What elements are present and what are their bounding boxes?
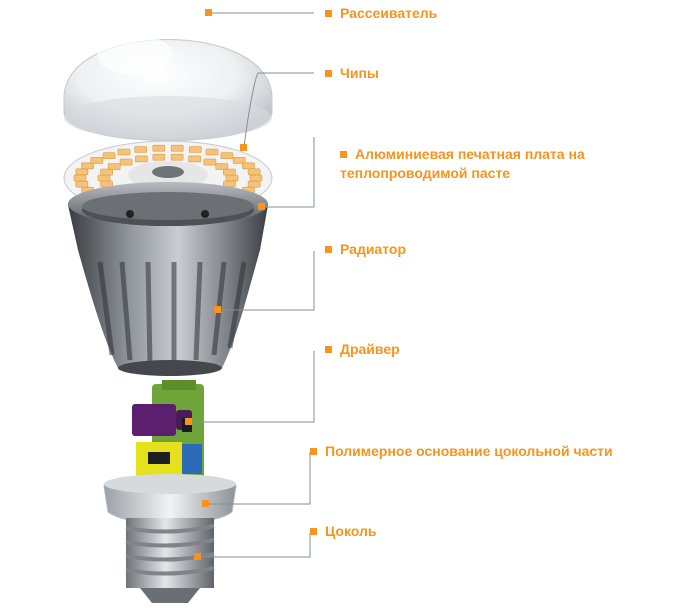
led-chip [223, 168, 236, 176]
led-chip [119, 158, 133, 166]
leader-lines [189, 12, 315, 558]
label-marker [310, 527, 317, 535]
leader-markers [185, 9, 265, 560]
screw-socket [125, 518, 215, 603]
led-chip [220, 152, 234, 159]
led-chip [100, 168, 113, 176]
led-chip [107, 163, 121, 170]
label-driver: Драйвер [325, 340, 400, 359]
led-chip [97, 174, 111, 182]
label-text: Цоколь [325, 523, 377, 539]
led-chip [215, 163, 229, 170]
led-chip [188, 146, 202, 153]
led-chip [247, 168, 261, 176]
label-text: Чипы [340, 65, 379, 81]
label-marker [325, 9, 332, 17]
label-chips: Чипы [325, 64, 379, 83]
polymer-base [103, 474, 237, 525]
label-marker [325, 69, 332, 77]
label-text: Драйвер [340, 341, 400, 357]
label-radiator: Радиатор [325, 240, 406, 259]
led-chip [152, 153, 166, 161]
led-chip [170, 144, 184, 152]
label-text: Полимерное основание цокольной части [325, 443, 613, 459]
led-chip [75, 168, 89, 176]
label-pcb: Алюминиевая печатная плата на теплопрово… [325, 126, 585, 183]
label-marker [310, 447, 317, 455]
leader-radiator [218, 251, 315, 311]
radiator-body [68, 182, 268, 376]
led-chip [75, 180, 89, 188]
led-chip [134, 146, 148, 153]
led-chip [90, 157, 104, 164]
leader-driver [189, 351, 315, 423]
led-chip [152, 144, 166, 152]
diffuser-dome [63, 35, 273, 141]
led-chip [203, 158, 217, 166]
led-chip [242, 162, 255, 170]
label-text: Радиатор [340, 241, 406, 257]
led-chip [81, 162, 94, 170]
leader-polymer [206, 452, 311, 505]
label-marker [340, 150, 347, 158]
driver-board [132, 380, 204, 480]
label-socket: Цоколь [310, 522, 376, 541]
label-marker [325, 345, 332, 353]
led-chip [135, 155, 148, 163]
led-chip [73, 174, 87, 182]
led-chip [225, 174, 239, 182]
leader-pcb [262, 137, 315, 208]
led-chip [117, 148, 131, 156]
label-text: Рассеиватель [340, 5, 438, 21]
label-polymer-base: Полимерное основание цокольной части [310, 442, 613, 461]
led-chip [102, 152, 116, 159]
led-chip [170, 153, 184, 161]
led-chip [205, 148, 219, 156]
leader-socket [198, 533, 311, 558]
label-marker [325, 245, 332, 253]
label-diffuser: Рассеиватель [325, 4, 437, 23]
led-chip [249, 174, 263, 182]
leader-chips [243, 72, 314, 148]
label-text: Алюминиевая печатная плата на теплопрово… [340, 146, 585, 181]
led-chip [232, 157, 246, 164]
led-chip [188, 155, 201, 163]
led-chip [247, 180, 261, 188]
